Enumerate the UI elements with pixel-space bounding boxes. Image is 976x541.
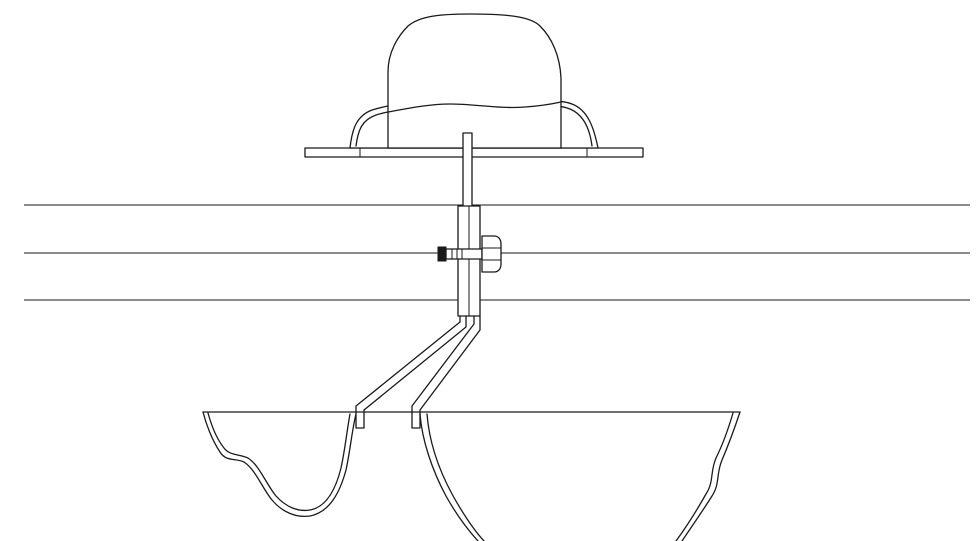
bracket-upper-strap [462,132,473,209]
gutter-left-inner [207,412,351,512]
flange-plate [304,147,644,158]
gutter [202,411,741,541]
bolt-shank [445,248,483,260]
cap-dome-seam [387,101,562,113]
hanger-arm-right [411,315,481,429]
gutter-right-inner [675,412,734,541]
vertical-bracket [457,132,481,317]
hanger-arms [355,315,481,429]
bolt-head [437,246,447,262]
nut [481,235,502,273]
gutter-center-left [419,413,479,541]
gutter-right-outer [681,411,741,541]
cap [304,13,644,158]
hanger-arm-left [355,315,467,429]
gutter-left-outer [202,411,357,518]
cap-dome [387,13,562,148]
fastener [437,235,502,273]
gutter-center-left-inner [426,413,485,541]
